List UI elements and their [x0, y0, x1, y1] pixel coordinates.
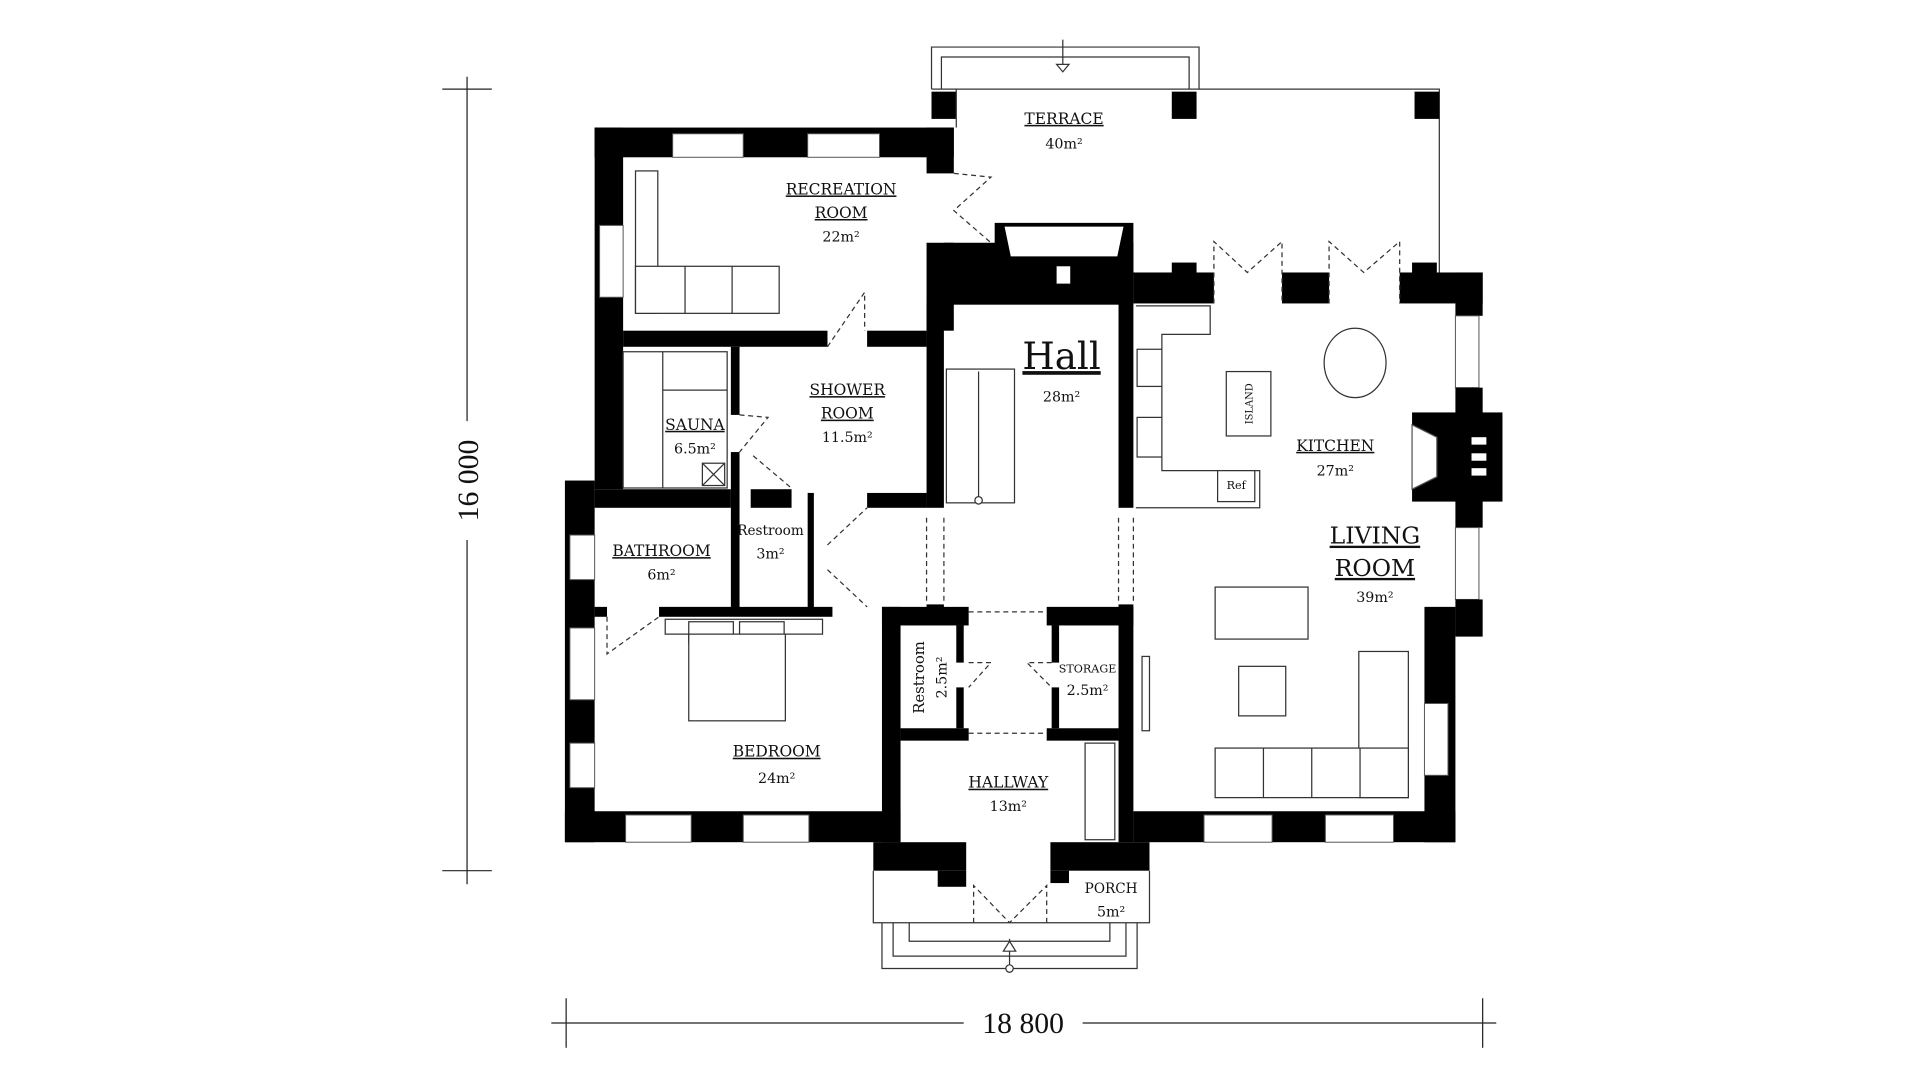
living-label-1: LIVING: [1330, 522, 1421, 550]
restroom-1-label: Restroom: [737, 523, 804, 539]
recreation-label-2: ROOM: [815, 204, 868, 222]
bathroom-area: 6m²: [647, 568, 675, 584]
bathroom-label: BATHROOM: [612, 542, 711, 560]
storage-label: STORAGE: [1059, 663, 1117, 676]
restroom-2-label: Restroom: [910, 641, 928, 714]
restroom-1-area: 3m²: [756, 547, 784, 563]
terrace-label: TERRACE: [1024, 110, 1103, 128]
island-label: ISLAND: [1244, 383, 1255, 424]
restroom-2-area: 2.5m²: [934, 657, 950, 699]
terrace-area: 40m²: [1045, 137, 1082, 153]
hallway-area: 13m²: [990, 799, 1027, 815]
hall-label: Hall: [1022, 335, 1100, 378]
hall-area: 28m²: [1043, 389, 1080, 405]
living-area: 39m²: [1356, 590, 1393, 606]
walls: [564, 127, 1503, 973]
recreation-area: 22m²: [822, 230, 859, 246]
bedroom-area: 24m²: [758, 771, 795, 787]
room-labels: TERRACE 40m² RECREATION ROOM 22m² Hall 2…: [612, 110, 1420, 921]
furniture: [622, 170, 1409, 841]
recreation-label-1: RECREATION: [786, 180, 897, 198]
bedroom-label: BEDROOM: [733, 743, 821, 761]
height-dimension-label: 16 000: [453, 440, 485, 522]
shower-label-1: SHOWER: [809, 381, 886, 399]
width-dimension-label: 18 800: [982, 1008, 1064, 1040]
kitchen-label: KITCHEN: [1296, 437, 1374, 455]
sauna-label: SAUNA: [665, 416, 725, 434]
storage-area: 2.5m²: [1067, 683, 1109, 699]
doors: [606, 172, 1401, 924]
kitchen-area: 27m²: [1317, 464, 1354, 480]
width-dimension: 18 800: [551, 998, 1497, 1048]
living-label-2: ROOM: [1335, 554, 1415, 582]
fridge-label: Ref: [1227, 479, 1247, 492]
shower-label-2: ROOM: [821, 405, 874, 423]
hallway-label: HALLWAY: [968, 774, 1049, 792]
porch-area: 5m²: [1097, 905, 1125, 921]
height-dimension: 16 000: [442, 76, 492, 885]
shower-area: 11.5m²: [822, 430, 873, 446]
sauna-area: 6.5m²: [674, 441, 716, 457]
porch-label: PORCH: [1085, 881, 1138, 897]
